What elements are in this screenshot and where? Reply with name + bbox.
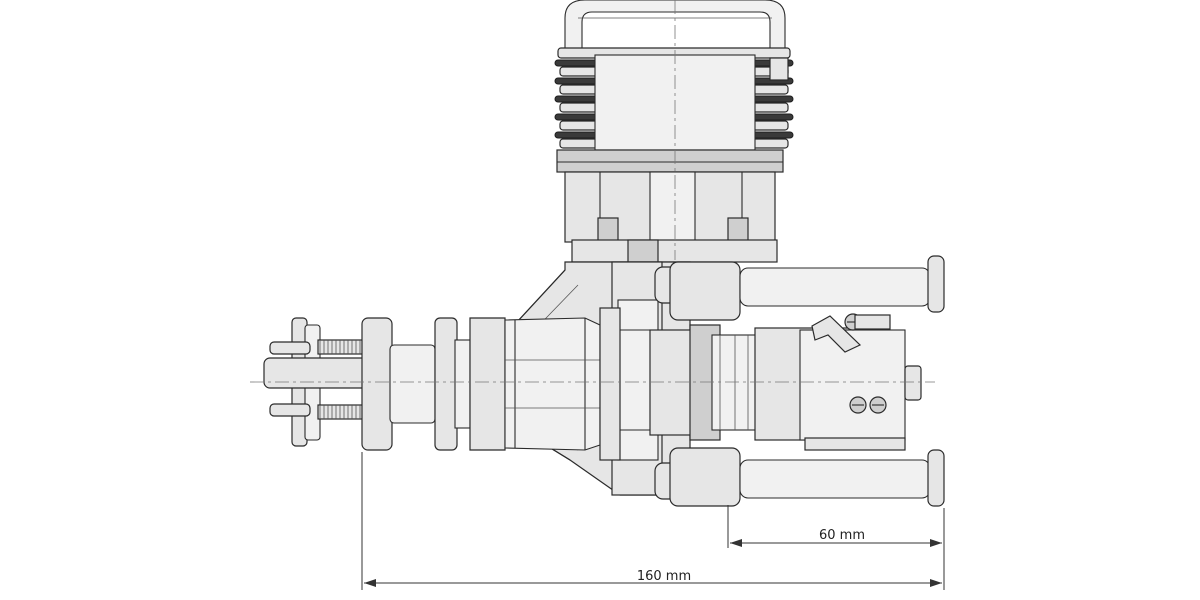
- drive-washer: [361, 317, 471, 451]
- dimension-60mm: [727, 505, 945, 590]
- cylinder-cooling-fins: [554, 47, 794, 151]
- dimension-60mm-label: 60 mm: [819, 528, 865, 543]
- prop-bolts: [317, 339, 367, 420]
- rear-crank-housing: [649, 324, 758, 441]
- carburetor: [754, 313, 922, 451]
- lower-mount-standoff: [654, 447, 945, 507]
- center-lines: [250, 0, 935, 383]
- dimension-160mm-label: 160 mm: [637, 569, 691, 584]
- dimension-160mm: [361, 452, 942, 590]
- front-housing: [469, 307, 621, 461]
- cylinder-body: [556, 149, 784, 263]
- upper-mount-standoff: [654, 255, 945, 321]
